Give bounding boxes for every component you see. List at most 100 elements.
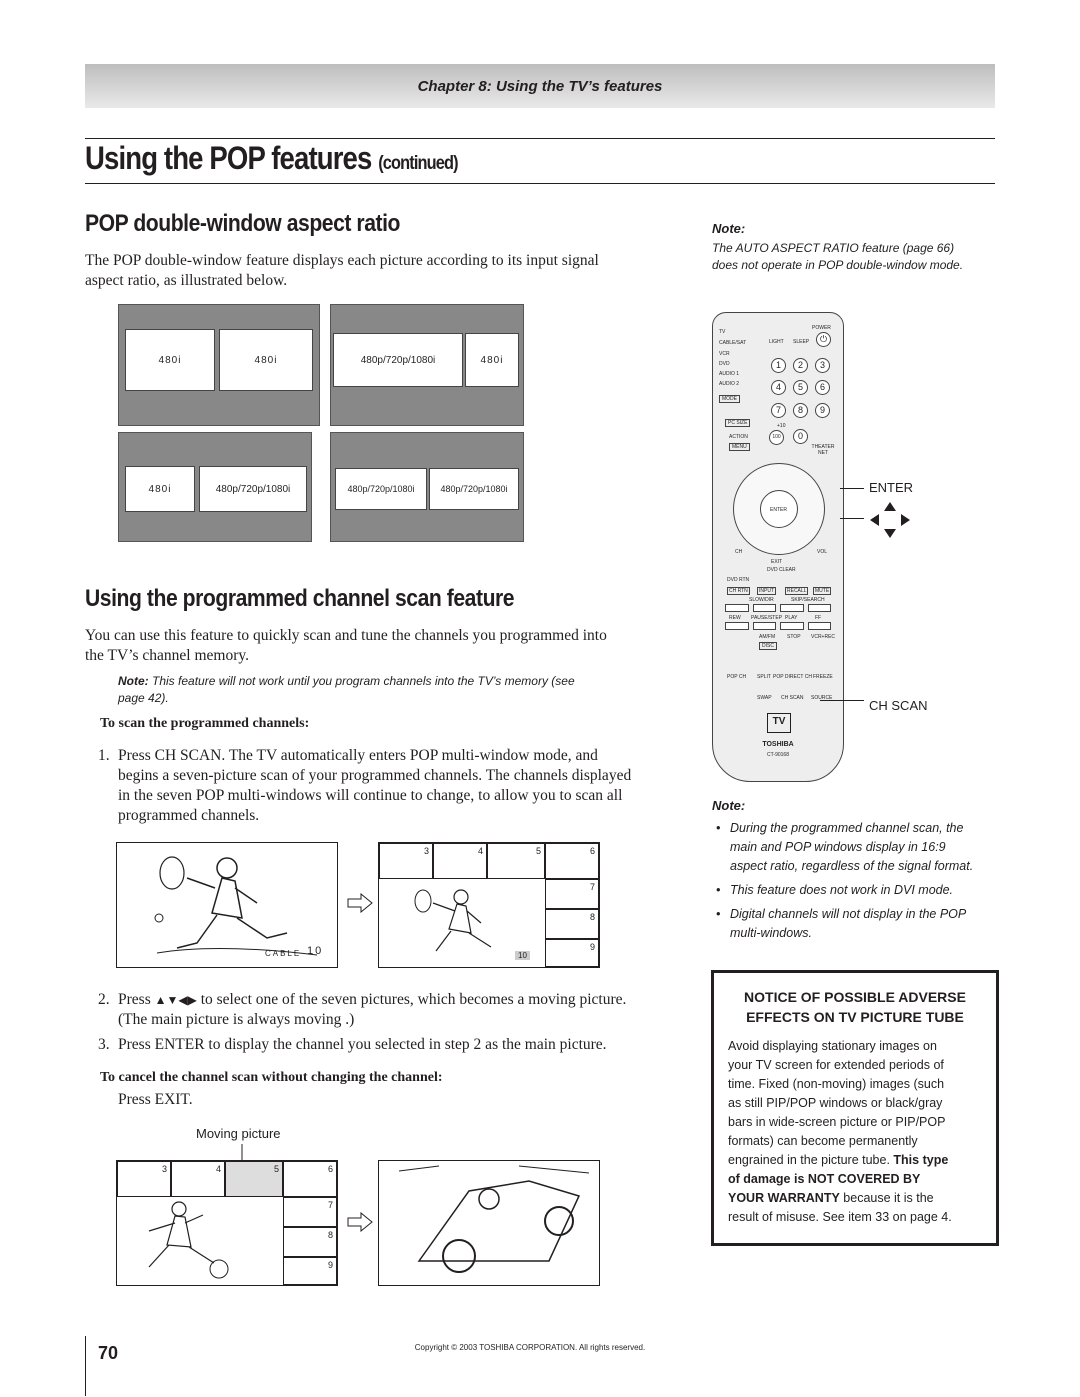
step-text: Press CH SCAN. The TV automatically ente… — [118, 747, 632, 824]
plus10-label: +10 — [777, 423, 786, 429]
key-100[interactable]: 100 — [769, 430, 784, 445]
pop-direct-ch-button[interactable]: POP DIRECT CH — [773, 674, 812, 680]
sleep-button[interactable]: SLEEP — [793, 339, 810, 345]
button[interactable] — [725, 622, 749, 630]
channel-number: 10 — [515, 951, 530, 960]
key-5[interactable]: 5 — [793, 380, 808, 395]
arrow-right-icon — [347, 893, 373, 913]
freeze-button[interactable]: FREEZE — [813, 674, 833, 680]
input-button[interactable]: INPUT — [757, 587, 776, 595]
key-9[interactable]: 9 — [815, 403, 830, 418]
section-paragraph: The POP double-window feature displays e… — [85, 252, 599, 289]
press-exit-text: Press EXIT. — [118, 1091, 193, 1108]
section-heading-pop-aspect: POP double-window aspect ratio — [85, 210, 400, 237]
ch-scan-button[interactable]: CH SCAN — [781, 695, 804, 701]
pop-window: 9 — [545, 939, 599, 967]
button[interactable] — [752, 622, 776, 630]
tennis-player-illustration — [414, 889, 492, 952]
arrow-keys-icon — [870, 502, 910, 538]
callout-line — [840, 518, 864, 519]
channel-number: 10 — [307, 945, 324, 957]
light-button[interactable]: LIGHT — [769, 339, 784, 345]
dvd-rtn-label: DVD RTN — [727, 577, 750, 583]
mute-button[interactable]: MUTE — [813, 587, 832, 595]
enter-button[interactable] — [760, 490, 798, 528]
slow-dir-label: SLOW/DIR — [749, 597, 774, 603]
source-button[interactable]: SOURCE — [811, 695, 833, 701]
button[interactable] — [807, 622, 831, 630]
pop-window: 9 — [283, 1257, 337, 1285]
dvd-clear-button[interactable]: DVD CLEAR — [767, 567, 796, 573]
window-label: 480i — [125, 466, 195, 512]
button[interactable] — [780, 604, 804, 612]
pop-window: 5 — [487, 843, 545, 879]
pop-window: 8 — [545, 909, 599, 939]
button[interactable] — [780, 622, 804, 630]
mode-button[interactable]: MODE — [719, 395, 740, 403]
theater-net-button[interactable]: THEATER NET — [811, 444, 835, 456]
play-label: PLAY — [785, 615, 798, 621]
transport-row — [725, 604, 831, 612]
pc-size-button[interactable]: PC SIZE — [725, 419, 751, 427]
soccer-player-illustration — [148, 1201, 229, 1279]
key-0[interactable]: 0 — [793, 429, 808, 444]
key-4[interactable]: 4 — [771, 380, 786, 395]
pop-ch-button[interactable]: POP CH — [727, 674, 747, 680]
note-text: The AUTO ASPECT RATIO feature (page 66)d… — [712, 241, 964, 272]
race-car-illustration — [378, 1160, 600, 1286]
mode-audio1: AUDIO 1 — [719, 371, 740, 377]
exit-button[interactable]: EXIT — [771, 559, 783, 565]
enter-label: ENTER — [770, 507, 787, 513]
swap-button[interactable]: SWAP — [757, 695, 772, 701]
section-heading-channel-scan: Using the programmed channel scan featur… — [85, 585, 515, 612]
pop-window: 3 — [379, 843, 433, 879]
amfm-label: AM/FM — [759, 634, 776, 640]
note-list: •During the programmed channel scan, the… — [716, 819, 996, 943]
step-number: 3. — [98, 1036, 110, 1053]
pop-window: 6 — [283, 1161, 337, 1197]
diagram-screen: 480i 480i — [118, 304, 320, 426]
callout-line — [840, 488, 864, 489]
power-button[interactable]: ⏻ — [816, 332, 831, 347]
split-button[interactable]: SPLIT — [757, 674, 771, 680]
tennis-player-illustration — [154, 856, 318, 956]
tv-logo-icon: TV — [767, 713, 791, 733]
window-label: 480p/720p/1080i — [333, 333, 463, 387]
transport-row — [725, 622, 831, 630]
subheading: To cancel the channel scan without chang… — [100, 1070, 443, 1085]
action-button[interactable]: ACTION — [729, 434, 748, 440]
button[interactable] — [725, 604, 749, 612]
skip-search-label: SKIP/SEARCH — [791, 597, 825, 603]
key-6[interactable]: 6 — [815, 380, 830, 395]
pop-window: 7 — [283, 1197, 337, 1227]
power-label: POWER — [812, 325, 831, 331]
recall-button[interactable]: RECALL — [785, 587, 809, 595]
key-2[interactable]: 2 — [793, 358, 808, 373]
note-label: Note: — [712, 798, 746, 813]
button[interactable] — [807, 604, 831, 612]
key-8[interactable]: 8 — [793, 403, 808, 418]
moving-picture-label: Moving picture — [196, 1126, 281, 1141]
vol-label: VOL — [817, 549, 828, 555]
window-label: 480p/720p/1080i — [199, 466, 307, 512]
button[interactable] — [752, 604, 776, 612]
step-text: Press ENTER to display the channel you s… — [118, 1036, 607, 1053]
page-number: 70 — [98, 1343, 119, 1363]
ch-rtn-button[interactable]: CH RTN — [727, 587, 750, 595]
model-number: CT-90168 — [767, 752, 789, 758]
copyright: Copyright © 2003 TOSHIBA CORPORATION. Al… — [414, 1343, 646, 1352]
diagram-screen: 480p/720p/1080i 480p/720p/1080i — [330, 432, 524, 542]
key-1[interactable]: 1 — [771, 358, 786, 373]
key-7[interactable]: 7 — [771, 403, 786, 418]
ff-label: FF — [815, 615, 822, 621]
window-label: 480p/720p/1080i — [429, 468, 519, 510]
pop-multiwindow-illustration: 3 4 5 6 7 8 9 10 — [378, 842, 600, 968]
key-3[interactable]: 3 — [815, 358, 830, 373]
window-label: 480p/720p/1080i — [335, 468, 427, 510]
menu-button[interactable]: MENU — [729, 443, 750, 451]
disc-button[interactable]: DISC — [759, 642, 777, 650]
step-number: 2. — [98, 991, 110, 1008]
